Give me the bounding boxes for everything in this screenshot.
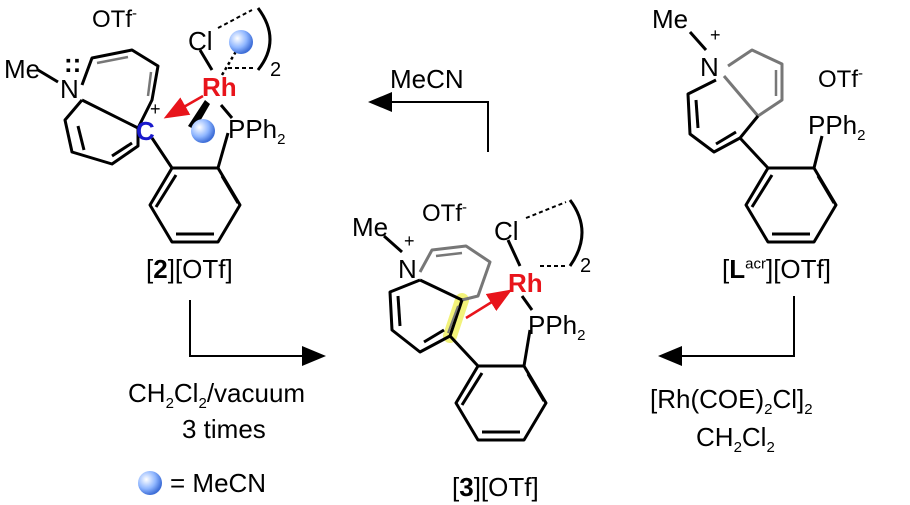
cl-label-2: Cl — [188, 26, 213, 56]
red-arrow-2 — [163, 94, 204, 119]
otf-label-2: OTf- — [92, 5, 137, 33]
rh-label-2: Rh — [202, 72, 237, 102]
plus-lacr: + — [710, 25, 721, 45]
legend-sphere — [138, 471, 162, 495]
n-label-3: N — [398, 254, 417, 284]
compound-lacr-structure — [686, 31, 838, 244]
rh-label-3: Rh — [508, 268, 543, 298]
n-label-lacr: N — [700, 52, 719, 82]
compound-2-name: [2][OTf] — [146, 254, 233, 284]
compound-3-structure — [383, 199, 584, 442]
mecn-condition: MeCN — [390, 64, 464, 94]
arrow-mecn — [368, 92, 489, 152]
cl-label-3: Cl — [494, 216, 519, 246]
c-cation-2: C — [136, 116, 155, 146]
legend-label: = MeCN — [170, 468, 267, 498]
compound-lacr-name: [Lacr][OTf] — [722, 254, 831, 284]
me-label-lacr: Me — [652, 4, 689, 34]
dimer-sub-3: 2 — [580, 255, 592, 277]
pph2-label-lacr: PPh2 — [808, 110, 866, 145]
arrow-vacuum — [189, 300, 326, 366]
arrow-rh-reagent — [658, 296, 795, 366]
pph2-label-3: PPh2 — [528, 310, 586, 345]
me-label-3: Me — [352, 212, 389, 242]
n-label-2: N — [60, 74, 79, 104]
wedge-bond-2 — [188, 100, 210, 130]
mecn-sphere-2b — [191, 119, 215, 143]
dimer-sub-2: 2 — [270, 59, 282, 81]
mecn-sphere-2a — [229, 30, 253, 54]
compound-2-structure — [37, 7, 272, 244]
pph2-label-2: PPh2 — [228, 114, 286, 149]
c-plus-sign-2: + — [150, 99, 161, 119]
otf-label-lacr: OTf- — [818, 65, 863, 93]
reagent-condition-line2: CH2Cl2 — [696, 422, 775, 457]
red-arrow-3 — [465, 289, 513, 320]
me-label-2: Me — [4, 54, 41, 84]
vacuum-condition-line2: 3 times — [182, 414, 266, 444]
otf-label-3: OTf- — [422, 199, 467, 227]
vacuum-condition-line1: CH2Cl2/vacuum — [128, 378, 306, 413]
reagent-condition-line1: [Rh(COE)2Cl]2 — [650, 384, 813, 419]
compound-3-name: [3][OTf] — [452, 472, 539, 502]
lone-pair-2: :: — [64, 48, 82, 78]
plus-3: + — [404, 231, 415, 251]
